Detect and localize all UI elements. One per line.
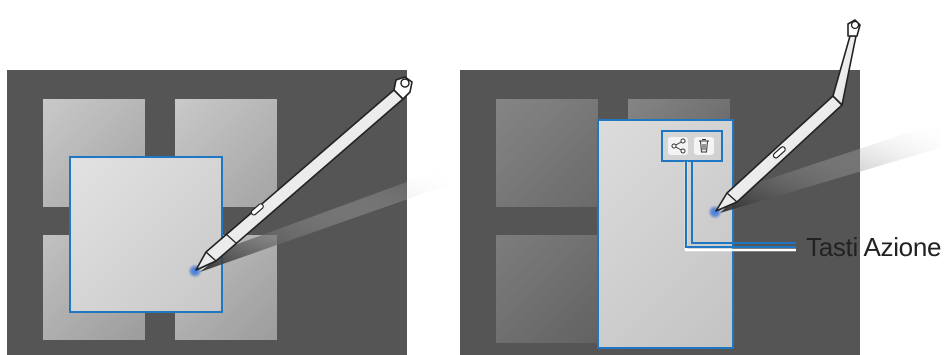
action-buttons xyxy=(662,131,722,161)
s-pen xyxy=(196,77,412,270)
pen-shadow xyxy=(200,168,448,272)
pen-shadow xyxy=(720,122,940,213)
callout-label: Tasti Azione xyxy=(806,232,941,263)
